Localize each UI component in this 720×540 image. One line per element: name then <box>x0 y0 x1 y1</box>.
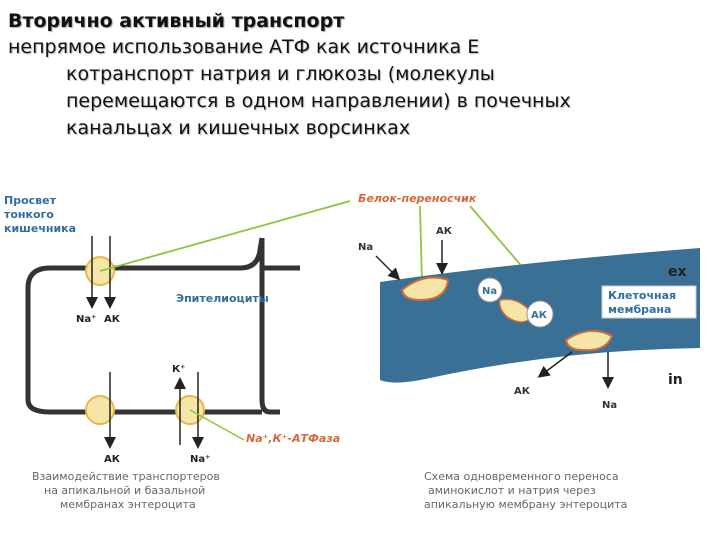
left-caption-3: мембранах энтероцита <box>60 498 196 511</box>
ak-out-label: АК <box>514 386 531 397</box>
carrier-middle <box>498 298 535 323</box>
top-ak-label: АК <box>104 314 121 325</box>
na-entry-arrow <box>375 255 401 281</box>
lumen-label-2: тонкого <box>4 208 54 221</box>
ak-bubble <box>526 300 554 328</box>
carrier-connector-1 <box>419 205 423 283</box>
top-na-label: Na⁺ <box>76 314 96 325</box>
right-caption-3: апикальную мембрану энтероцита <box>424 498 627 511</box>
ak-bubble-label: АК <box>531 310 548 321</box>
left-caption-2: на апикальной и базальной <box>44 484 205 497</box>
membrane-label-box <box>601 285 697 319</box>
k-label: К⁺ <box>172 364 185 375</box>
na-out-label: Na <box>602 400 617 411</box>
cell-apical-membrane <box>25 237 265 400</box>
slide-line-2: котранспорт натрия и глюкозы (молекулы <box>66 63 495 85</box>
cell-right-membrane <box>259 238 280 415</box>
ex-label: ex <box>668 264 687 280</box>
lumen-label-3: кишечника <box>4 222 76 235</box>
membrane-label-1: Клеточная <box>608 289 676 302</box>
right-caption-1: Схема одновременного переноса <box>424 470 619 483</box>
right-diagram: Белок-переносчик Na АК Na АК ex in Клето… <box>358 192 700 511</box>
slide-text: Вторично активный транспорт непрямое исп… <box>8 8 708 142</box>
left-caption-1: Взаимодействие транспортеров <box>32 470 220 483</box>
na-in-label: Na <box>358 242 373 253</box>
ak-exit-arrow <box>537 351 573 378</box>
atpase-connector <box>189 409 245 441</box>
ak-in-label: АК <box>436 226 453 237</box>
slide-line-3: перемещаются в одном направлении) в поче… <box>66 90 571 112</box>
slide-line-1: непрямое использование АТФ как источника… <box>8 36 480 58</box>
left-diagram: Просвет тонкого кишечника Na⁺ АК Эпители… <box>4 194 340 511</box>
carrier-label: Белок-переносчик <box>358 192 477 205</box>
epithelium-label: Эпителиоциты <box>176 292 269 305</box>
carrier-top <box>400 276 450 302</box>
na-bubble-label: Na <box>482 286 497 297</box>
right-caption-2: аминокислот и натрия через <box>428 484 596 497</box>
na-bubble <box>477 277 503 303</box>
bottom-na-label: Na⁺ <box>190 454 210 465</box>
slide-title: Вторично активный транспорт <box>8 10 345 32</box>
membrane-label-2: мембрана <box>608 303 671 316</box>
lumen-label-1: Просвет <box>4 194 57 207</box>
atpase-label: Na⁺,К⁺-АТФаза <box>246 432 340 445</box>
cell-basal-membrane <box>25 399 262 415</box>
basal-transporter <box>85 395 115 425</box>
slide-line-4: канальцах и кишечных ворсинках <box>66 117 411 139</box>
carrier-connector-left <box>99 200 351 272</box>
bottom-ak-label: АК <box>104 454 121 465</box>
carrier-bottom <box>564 329 614 352</box>
in-label: in <box>668 372 683 388</box>
